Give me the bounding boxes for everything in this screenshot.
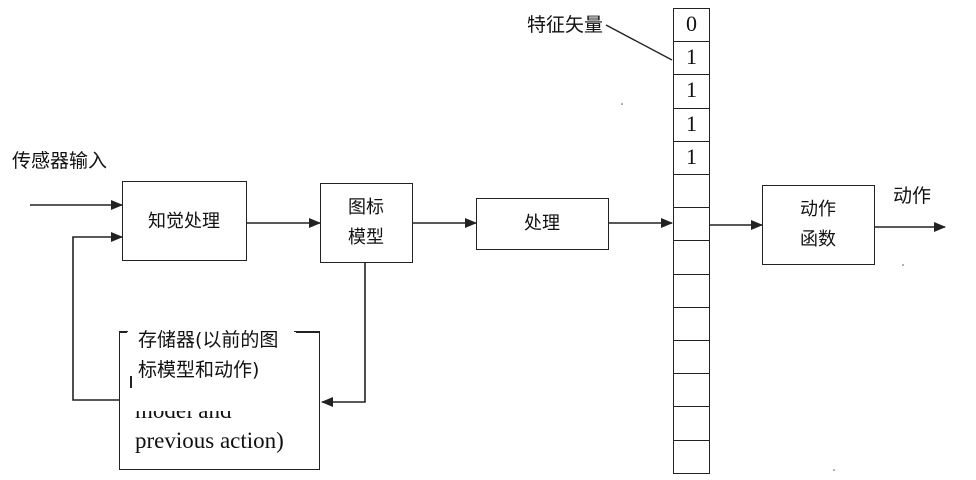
scan-speck bbox=[902, 264, 904, 266]
feature-vector-cell bbox=[673, 273, 710, 309]
feature-vector-cell: 0 bbox=[673, 8, 710, 43]
memory-corner-mark bbox=[130, 376, 132, 388]
feature-vector-cell bbox=[673, 240, 710, 275]
action-function-label-line2: 函数 bbox=[800, 229, 836, 250]
scan-speck bbox=[621, 103, 623, 105]
feature-vector-pointer bbox=[605, 24, 673, 61]
feature-vector-cell: 1 bbox=[673, 74, 710, 109]
feature-vector-cell: 1 bbox=[673, 140, 710, 176]
feature-vector-cell bbox=[673, 406, 710, 441]
arrow-model-to-memory bbox=[321, 262, 366, 407]
action-function-block: 动作 函数 bbox=[762, 185, 875, 265]
scan-speck bbox=[833, 469, 835, 471]
feature-vector-cell: 1 bbox=[673, 41, 710, 76]
processing-block-label: 处理 bbox=[524, 213, 560, 234]
arrow-memory-to-perception bbox=[72, 232, 123, 401]
iconic-model-label-line2: 模型 bbox=[348, 227, 384, 248]
action-output-label: 动作 bbox=[893, 185, 932, 207]
action-function-label-line1: 动作 bbox=[800, 199, 836, 220]
perception-block-label: 知觉处理 bbox=[148, 211, 220, 232]
iconic-model-label-line1: 图标 bbox=[348, 197, 384, 218]
memory-label-line2: 标模型和动作) bbox=[138, 359, 260, 381]
feature-vector-label: 特征矢量 bbox=[527, 14, 604, 36]
perception-block: 知觉处理 bbox=[122, 181, 247, 261]
memory-corner-mark bbox=[119, 331, 127, 333]
iconic-model-block: 图标 模型 bbox=[320, 183, 413, 263]
feature-vector-cell bbox=[673, 207, 710, 242]
memory-corner-mark bbox=[296, 331, 320, 333]
feature-vector-cell bbox=[673, 340, 710, 375]
memory-label-line1: 存储器(以前的图 bbox=[138, 329, 279, 351]
sensor-input-label: 传感器输入 bbox=[12, 150, 108, 172]
feature-vector-cell bbox=[673, 439, 710, 475]
processing-block: 处理 bbox=[476, 198, 609, 250]
memory-eng-line2: previous action) bbox=[135, 428, 284, 453]
feature-vector-cell: 1 bbox=[673, 107, 710, 143]
memory-label-overlay bbox=[128, 324, 294, 411]
feature-vector-cell bbox=[673, 306, 710, 342]
feature-vector-cell bbox=[673, 373, 710, 408]
feature-vector-cell bbox=[673, 174, 710, 209]
